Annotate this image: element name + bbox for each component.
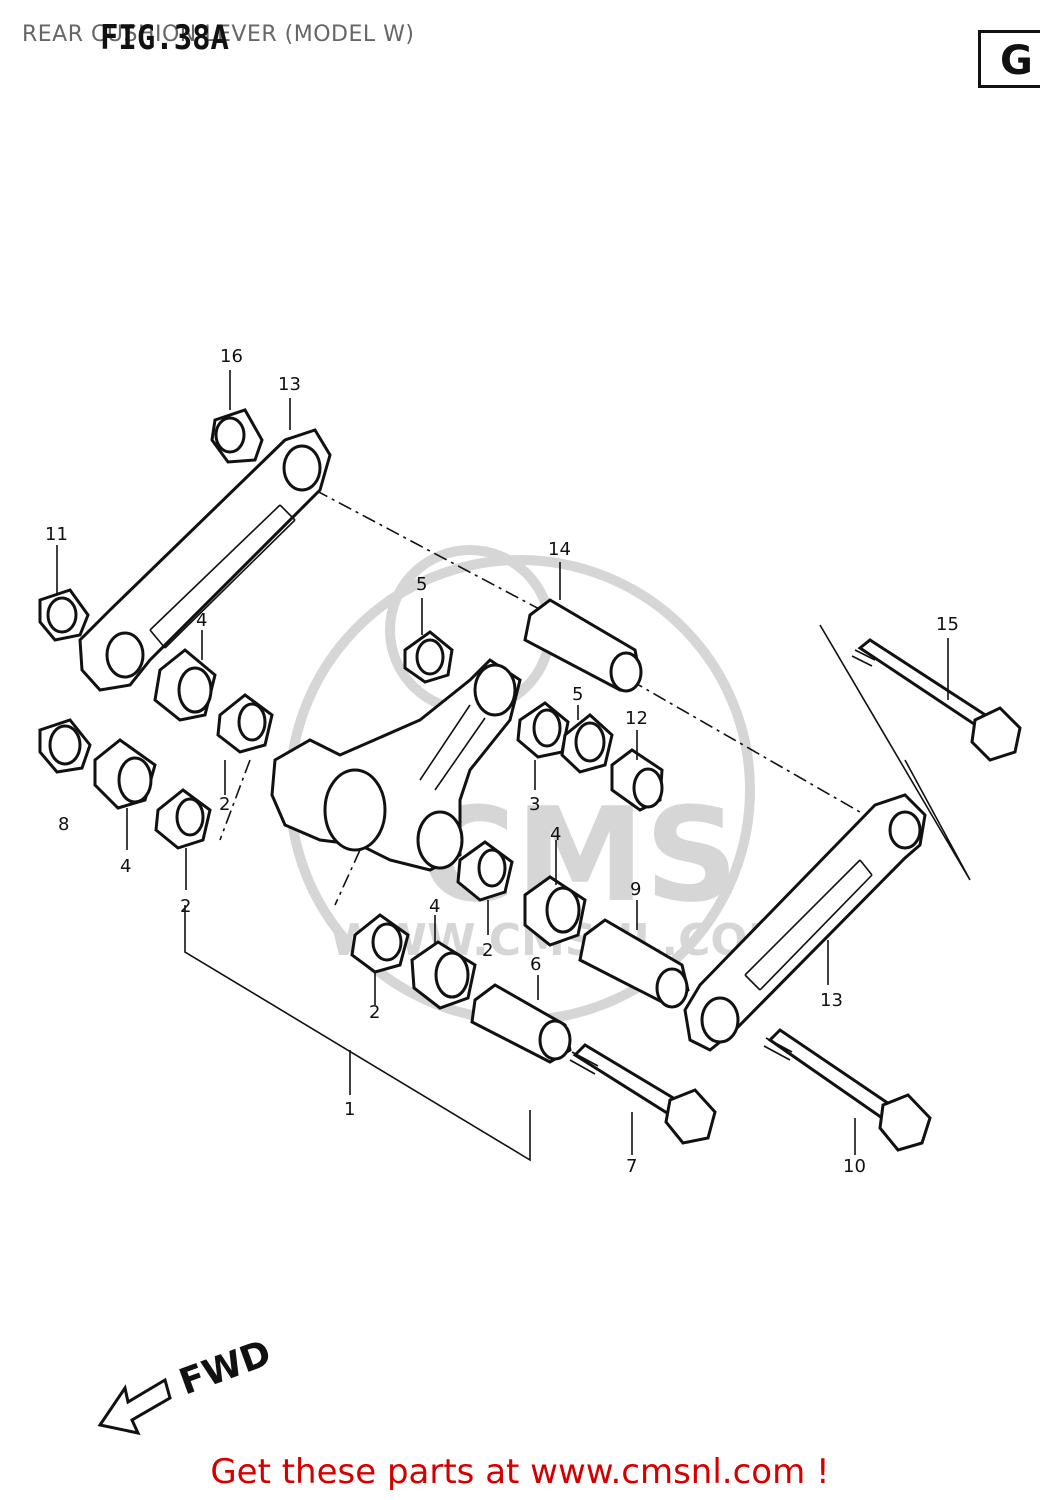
washer-8	[38, 718, 92, 774]
bolt-10	[763, 1028, 932, 1152]
link-rod-lower	[683, 793, 927, 1052]
callout-15: 15	[936, 614, 959, 635]
fwd-label: FWD	[174, 1333, 277, 1404]
bearing-2d	[350, 913, 410, 974]
callout-2d: 2	[369, 1002, 380, 1023]
callout-8: 8	[58, 814, 69, 835]
callout-2c: 2	[482, 940, 493, 961]
spacer-12	[610, 748, 664, 812]
callout-5a: 5	[416, 574, 427, 595]
bearing-2b	[154, 788, 212, 850]
callout-9: 9	[630, 879, 641, 900]
bearing-2a	[216, 693, 274, 754]
callout-3: 3	[529, 794, 540, 815]
page-title: REAR CUSHION LEVER (MODEL W)	[22, 22, 415, 47]
seal-4a	[153, 648, 217, 722]
callout-14: 14	[548, 539, 571, 560]
callout-4d: 4	[429, 896, 440, 917]
fwd-arrow: FWD	[97, 1333, 277, 1436]
link-rod-upper	[78, 428, 332, 692]
callout-10: 10	[843, 1156, 866, 1177]
bolt-7	[569, 1043, 717, 1145]
callout-4a: 4	[196, 610, 207, 631]
callout-13b: 13	[820, 990, 843, 1011]
bolt-15	[851, 638, 1022, 762]
callout-5b: 5	[572, 684, 583, 705]
figure-number: FIG.38A	[100, 18, 229, 58]
callout-13a: 13	[278, 374, 301, 395]
bushing-16	[210, 408, 264, 464]
bearing-3	[516, 701, 570, 759]
washer-11	[38, 588, 90, 642]
spacer-6	[470, 983, 572, 1064]
bearing-2c	[456, 840, 514, 902]
seal-5b	[560, 713, 614, 774]
callout-4b: 4	[120, 856, 131, 877]
callout-6: 6	[530, 954, 541, 975]
group-letter: G	[1000, 38, 1033, 84]
group-box	[978, 30, 1040, 88]
footer-link[interactable]: Get these parts at www.cmsnl.com !	[210, 1452, 830, 1492]
callout-4c: 4	[550, 824, 561, 845]
seal-5a	[403, 630, 454, 684]
callouts: 16 13 11 4 14 5 15 5 12 2 3 8 4 4 9 2 4 …	[45, 346, 959, 1177]
callout-2b: 2	[180, 896, 191, 917]
seal-4b	[93, 738, 157, 810]
callout-1: 1	[344, 1099, 355, 1120]
callout-7: 7	[626, 1156, 637, 1177]
spacer-14	[523, 598, 643, 693]
seal-4c	[523, 875, 587, 947]
seal-4d	[410, 940, 477, 1010]
callout-12: 12	[625, 708, 648, 729]
assembly-lines	[184, 489, 971, 1162]
callout-11: 11	[45, 524, 68, 545]
callout-16: 16	[220, 346, 243, 367]
callout-2a: 2	[219, 794, 230, 815]
spacer-9	[578, 918, 690, 1009]
cushion-lever	[270, 658, 522, 872]
leader-lines	[56, 370, 949, 1155]
